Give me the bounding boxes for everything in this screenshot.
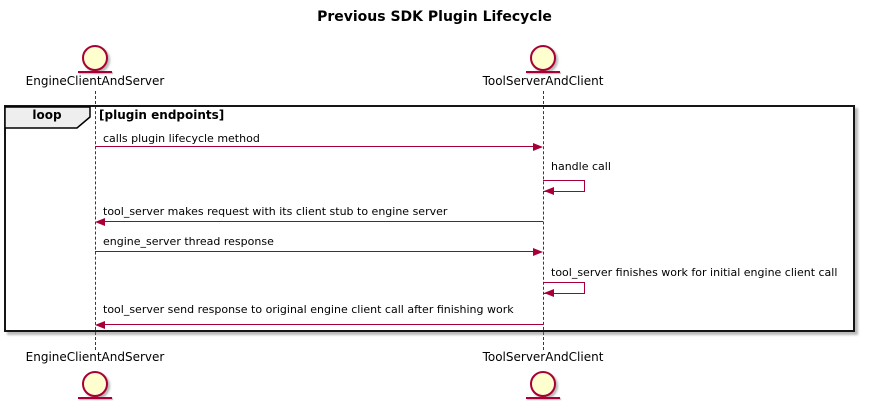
- message-arrow-line: [104, 324, 543, 325]
- arrowhead-left-icon: [95, 218, 105, 226]
- message-arrow-line: [95, 146, 535, 147]
- loop-keyword: loop: [32, 108, 62, 122]
- entity-circle-icon: [82, 371, 108, 397]
- arrowhead-left-icon: [544, 187, 554, 195]
- message-arrow-line: [95, 251, 535, 252]
- loop-condition: [plugin endpoints]: [99, 108, 225, 122]
- message-text: tool_server makes request with its clien…: [103, 205, 448, 218]
- loop-label-pentagon: [5, 106, 91, 129]
- message-arrow-line: [104, 221, 543, 222]
- participant-label-top-left: EngineClientAndServer: [25, 74, 165, 88]
- diagram-title: Previous SDK Plugin Lifecycle: [317, 9, 552, 25]
- entity-underline: [78, 71, 112, 73]
- entity-circle-icon: [530, 45, 556, 71]
- entity-circle-icon: [82, 45, 108, 71]
- arrowhead-left-icon: [95, 321, 105, 329]
- self-message-loop: [543, 282, 585, 294]
- message-text: handle call: [551, 160, 611, 173]
- entity-underline: [526, 71, 560, 73]
- self-message-loop: [543, 180, 585, 192]
- message-text: calls plugin lifecycle method: [103, 132, 260, 145]
- arrowhead-right-icon: [533, 248, 543, 256]
- arrowhead-right-icon: [533, 143, 543, 151]
- entity-underline: [78, 397, 112, 399]
- participant-label-top-right: ToolServerAndClient: [482, 74, 604, 88]
- participant-label-bottom-right: ToolServerAndClient: [482, 350, 604, 364]
- participant-label-bottom-left: EngineClientAndServer: [25, 350, 165, 364]
- entity-underline: [526, 397, 560, 399]
- message-text: tool_server finishes work for initial en…: [551, 266, 838, 279]
- loop-frame: [4, 105, 855, 332]
- lifeline-tool: [543, 91, 544, 350]
- entity-circle-icon: [530, 371, 556, 397]
- message-text: engine_server thread response: [103, 235, 274, 248]
- arrowhead-left-icon: [544, 289, 554, 297]
- message-text: tool_server send response to original en…: [103, 303, 514, 316]
